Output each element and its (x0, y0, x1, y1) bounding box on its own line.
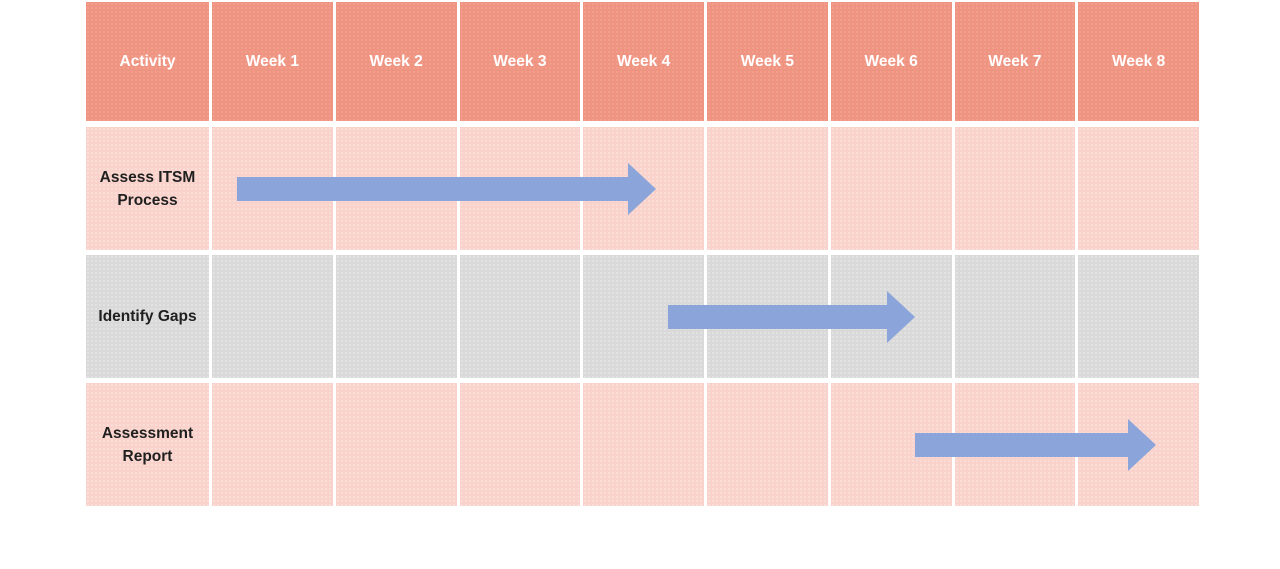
header-cell-week-2: Week 2 (335, 2, 457, 121)
week-cell (1078, 255, 1199, 378)
header-cell-week-4: Week 4 (583, 2, 704, 121)
week-cell (954, 255, 1076, 378)
week-cell (1078, 383, 1199, 506)
week-cell (335, 127, 457, 250)
week-cell (335, 383, 457, 506)
week-cell (583, 127, 704, 250)
header-cell-week-8: Week 8 (1078, 2, 1199, 121)
week-cell (954, 127, 1076, 250)
task-label: Identify Gaps (86, 255, 209, 378)
task-label: Assess ITSM Process (86, 127, 209, 250)
week-cell (830, 127, 952, 250)
header-cell-week-6: Week 6 (830, 2, 952, 121)
week-cell (954, 383, 1076, 506)
task-row-assessment-report: Assessment Report (86, 383, 1199, 506)
week-cell (830, 255, 952, 378)
week-cell (707, 255, 828, 378)
week-cell (1078, 127, 1199, 250)
week-cell (583, 255, 704, 378)
week-cell (459, 255, 581, 378)
week-cell (830, 383, 952, 506)
header-cell-week-5: Week 5 (707, 2, 828, 121)
task-label: Assessment Report (86, 383, 209, 506)
header-cell-activity: Activity (86, 2, 209, 121)
week-cell (212, 255, 333, 378)
week-cell (335, 255, 457, 378)
gantt-chart: Activity Week 1 Week 2 Week 3 Week 4 Wee… (86, 2, 1199, 506)
header-row: Activity Week 1 Week 2 Week 3 Week 4 Wee… (86, 2, 1199, 121)
week-cell (583, 383, 704, 506)
header-cell-week-7: Week 7 (954, 2, 1076, 121)
week-cell (459, 127, 581, 250)
week-cell (212, 383, 333, 506)
week-cell (707, 383, 828, 506)
week-cell (707, 127, 828, 250)
header-cell-week-1: Week 1 (212, 2, 333, 121)
week-cell (212, 127, 333, 250)
week-cell (459, 383, 581, 506)
task-row-identify-gaps: Identify Gaps (86, 255, 1199, 378)
header-cell-week-3: Week 3 (459, 2, 581, 121)
task-row-assess-itsm-process: Assess ITSM Process (86, 127, 1199, 250)
